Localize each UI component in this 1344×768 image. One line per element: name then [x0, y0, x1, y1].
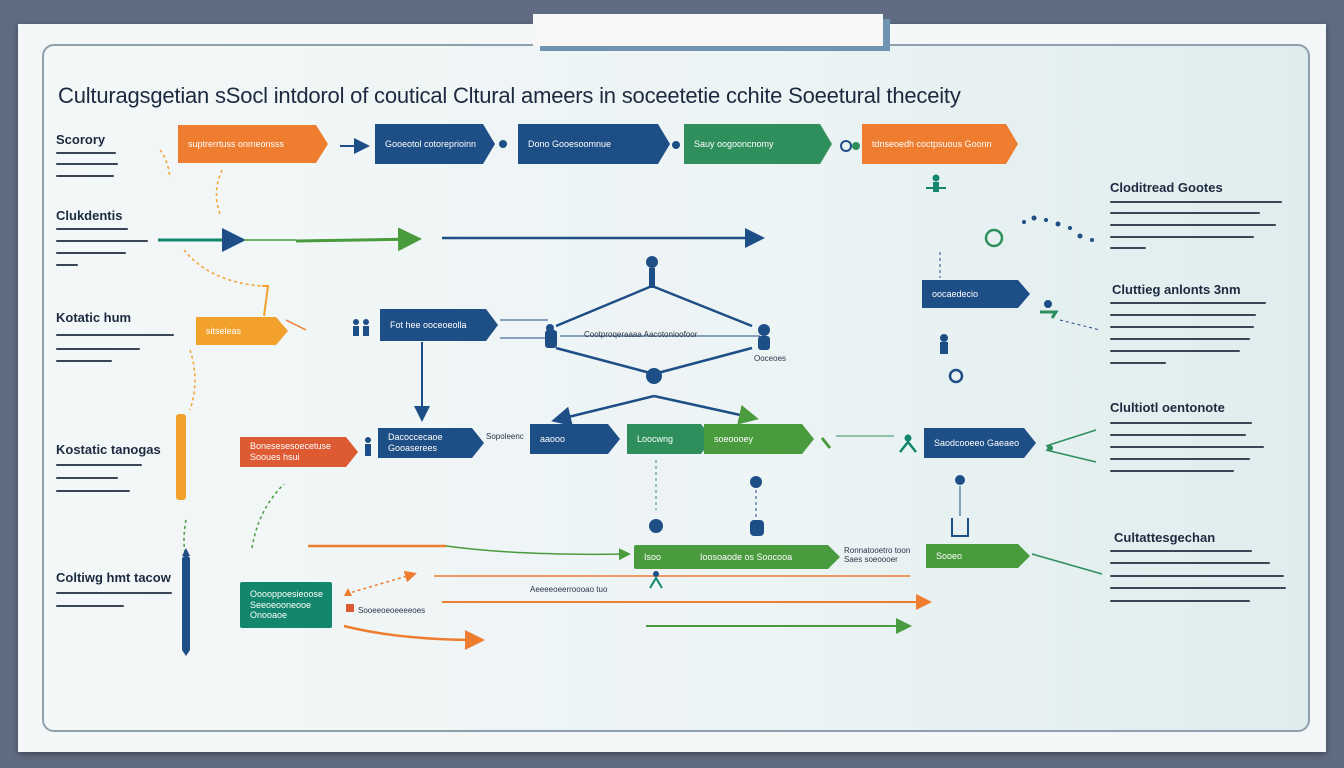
page-title: Culturagsgetian sSocl intdorol of coutic…: [58, 83, 961, 108]
text-line: [1110, 446, 1264, 448]
process-box-1: suptrerrtuss onmeonsss: [178, 125, 328, 163]
right-label-1: Cloditread Gootes: [1110, 180, 1223, 195]
text-line: [56, 464, 142, 466]
text-line: [1110, 600, 1250, 602]
board-tab: [533, 14, 883, 46]
text-line: [56, 592, 172, 594]
text-line: [56, 175, 114, 177]
text-line: [56, 490, 130, 492]
right-label-4: Cultattesgechan: [1114, 530, 1216, 545]
text-line: [1110, 212, 1260, 214]
bottom-green-box-2: Ioosoaode os Soocooa: [690, 545, 840, 569]
amber-box: sitseleas: [196, 317, 288, 345]
text-line: [1110, 362, 1166, 364]
green-box-2: soeoooey: [704, 424, 814, 454]
process-box-4: Sauy oogooncnomy: [684, 124, 832, 164]
right-label-2: Cluttieg anlonts 3nm: [1112, 282, 1241, 297]
text-line: [1110, 550, 1252, 552]
text-line: [1110, 338, 1250, 340]
text-line: [1110, 350, 1240, 352]
text-line: [1110, 314, 1256, 316]
right-navy-box-2: Saodcooeeo Gaeaeo: [924, 428, 1036, 458]
text-line: [56, 334, 174, 336]
mid-caption: Sopoleenc: [486, 432, 524, 441]
text-line: [56, 252, 126, 254]
right-navy-box: oocaedecio: [922, 280, 1030, 308]
text-line: [1110, 434, 1246, 436]
green-box-1: Loocwng: [627, 424, 713, 454]
tree-right-caption: Ooceoes: [754, 354, 787, 363]
text-line: [56, 163, 118, 165]
teal-box: Ooooppoesieoose Seeoeooneooe Onooaoe: [240, 582, 332, 628]
text-line: [56, 605, 124, 607]
left-label-3: Kotatic hum: [56, 310, 132, 325]
left-label-4: Kostatic tanogas: [56, 442, 161, 457]
left-label-2: Clukdentis: [56, 208, 123, 223]
text-line: [1110, 422, 1252, 424]
text-line: [56, 360, 112, 362]
text-line: [1110, 247, 1146, 249]
text-line: [56, 477, 118, 479]
arrow-caption: Aeeeeoeerroooao tuo: [530, 585, 608, 594]
right-label-3: Clultiotl oentonote: [1110, 400, 1225, 415]
text-line: [1110, 201, 1282, 203]
bottom-green-box-3: Sooeo: [926, 544, 1030, 568]
text-line: [1110, 458, 1250, 460]
text-line: [1110, 562, 1270, 564]
text-line: [1110, 302, 1266, 304]
mid-navy-box: Dacoccecaoe Gooaserees: [378, 428, 484, 458]
text-line: [1110, 587, 1286, 589]
text-line: [1110, 470, 1234, 472]
bottom-green-box: Isoo: [634, 545, 694, 569]
text-line: [1110, 224, 1276, 226]
text-line: [56, 228, 128, 230]
left-label-1: Scorory: [56, 132, 106, 147]
text-line: [1110, 575, 1284, 577]
text-line: [1110, 326, 1254, 328]
small-caption: Sooeeoeoeeeeoes: [358, 606, 426, 615]
text-line: [56, 264, 78, 266]
text-line: [56, 152, 116, 154]
text-line: [56, 348, 140, 350]
process-box-2: Gooeotol cotoreprioinn: [375, 124, 495, 164]
text-line: [1110, 236, 1254, 238]
bottom-caption: Ronnatooetro toon Saes soeoooer: [844, 546, 911, 564]
process-box-5: tdnseoedh coctpsuous Goonn: [862, 124, 1018, 164]
mid-navy-box-2: aaooo: [530, 424, 620, 454]
text-line: [56, 240, 148, 242]
left-label-5: Coltiwg hmt tacow: [56, 570, 171, 585]
process-box-3: Dono Gooesoomnue: [518, 124, 670, 164]
red-box: Bonesesesoecetuse Sooues hsui: [240, 437, 358, 467]
tree-caption: Cootproqeraaaa Aacotonioofoor: [584, 330, 698, 339]
center-navy-box: Fot hee ooceoeolla: [380, 309, 498, 341]
